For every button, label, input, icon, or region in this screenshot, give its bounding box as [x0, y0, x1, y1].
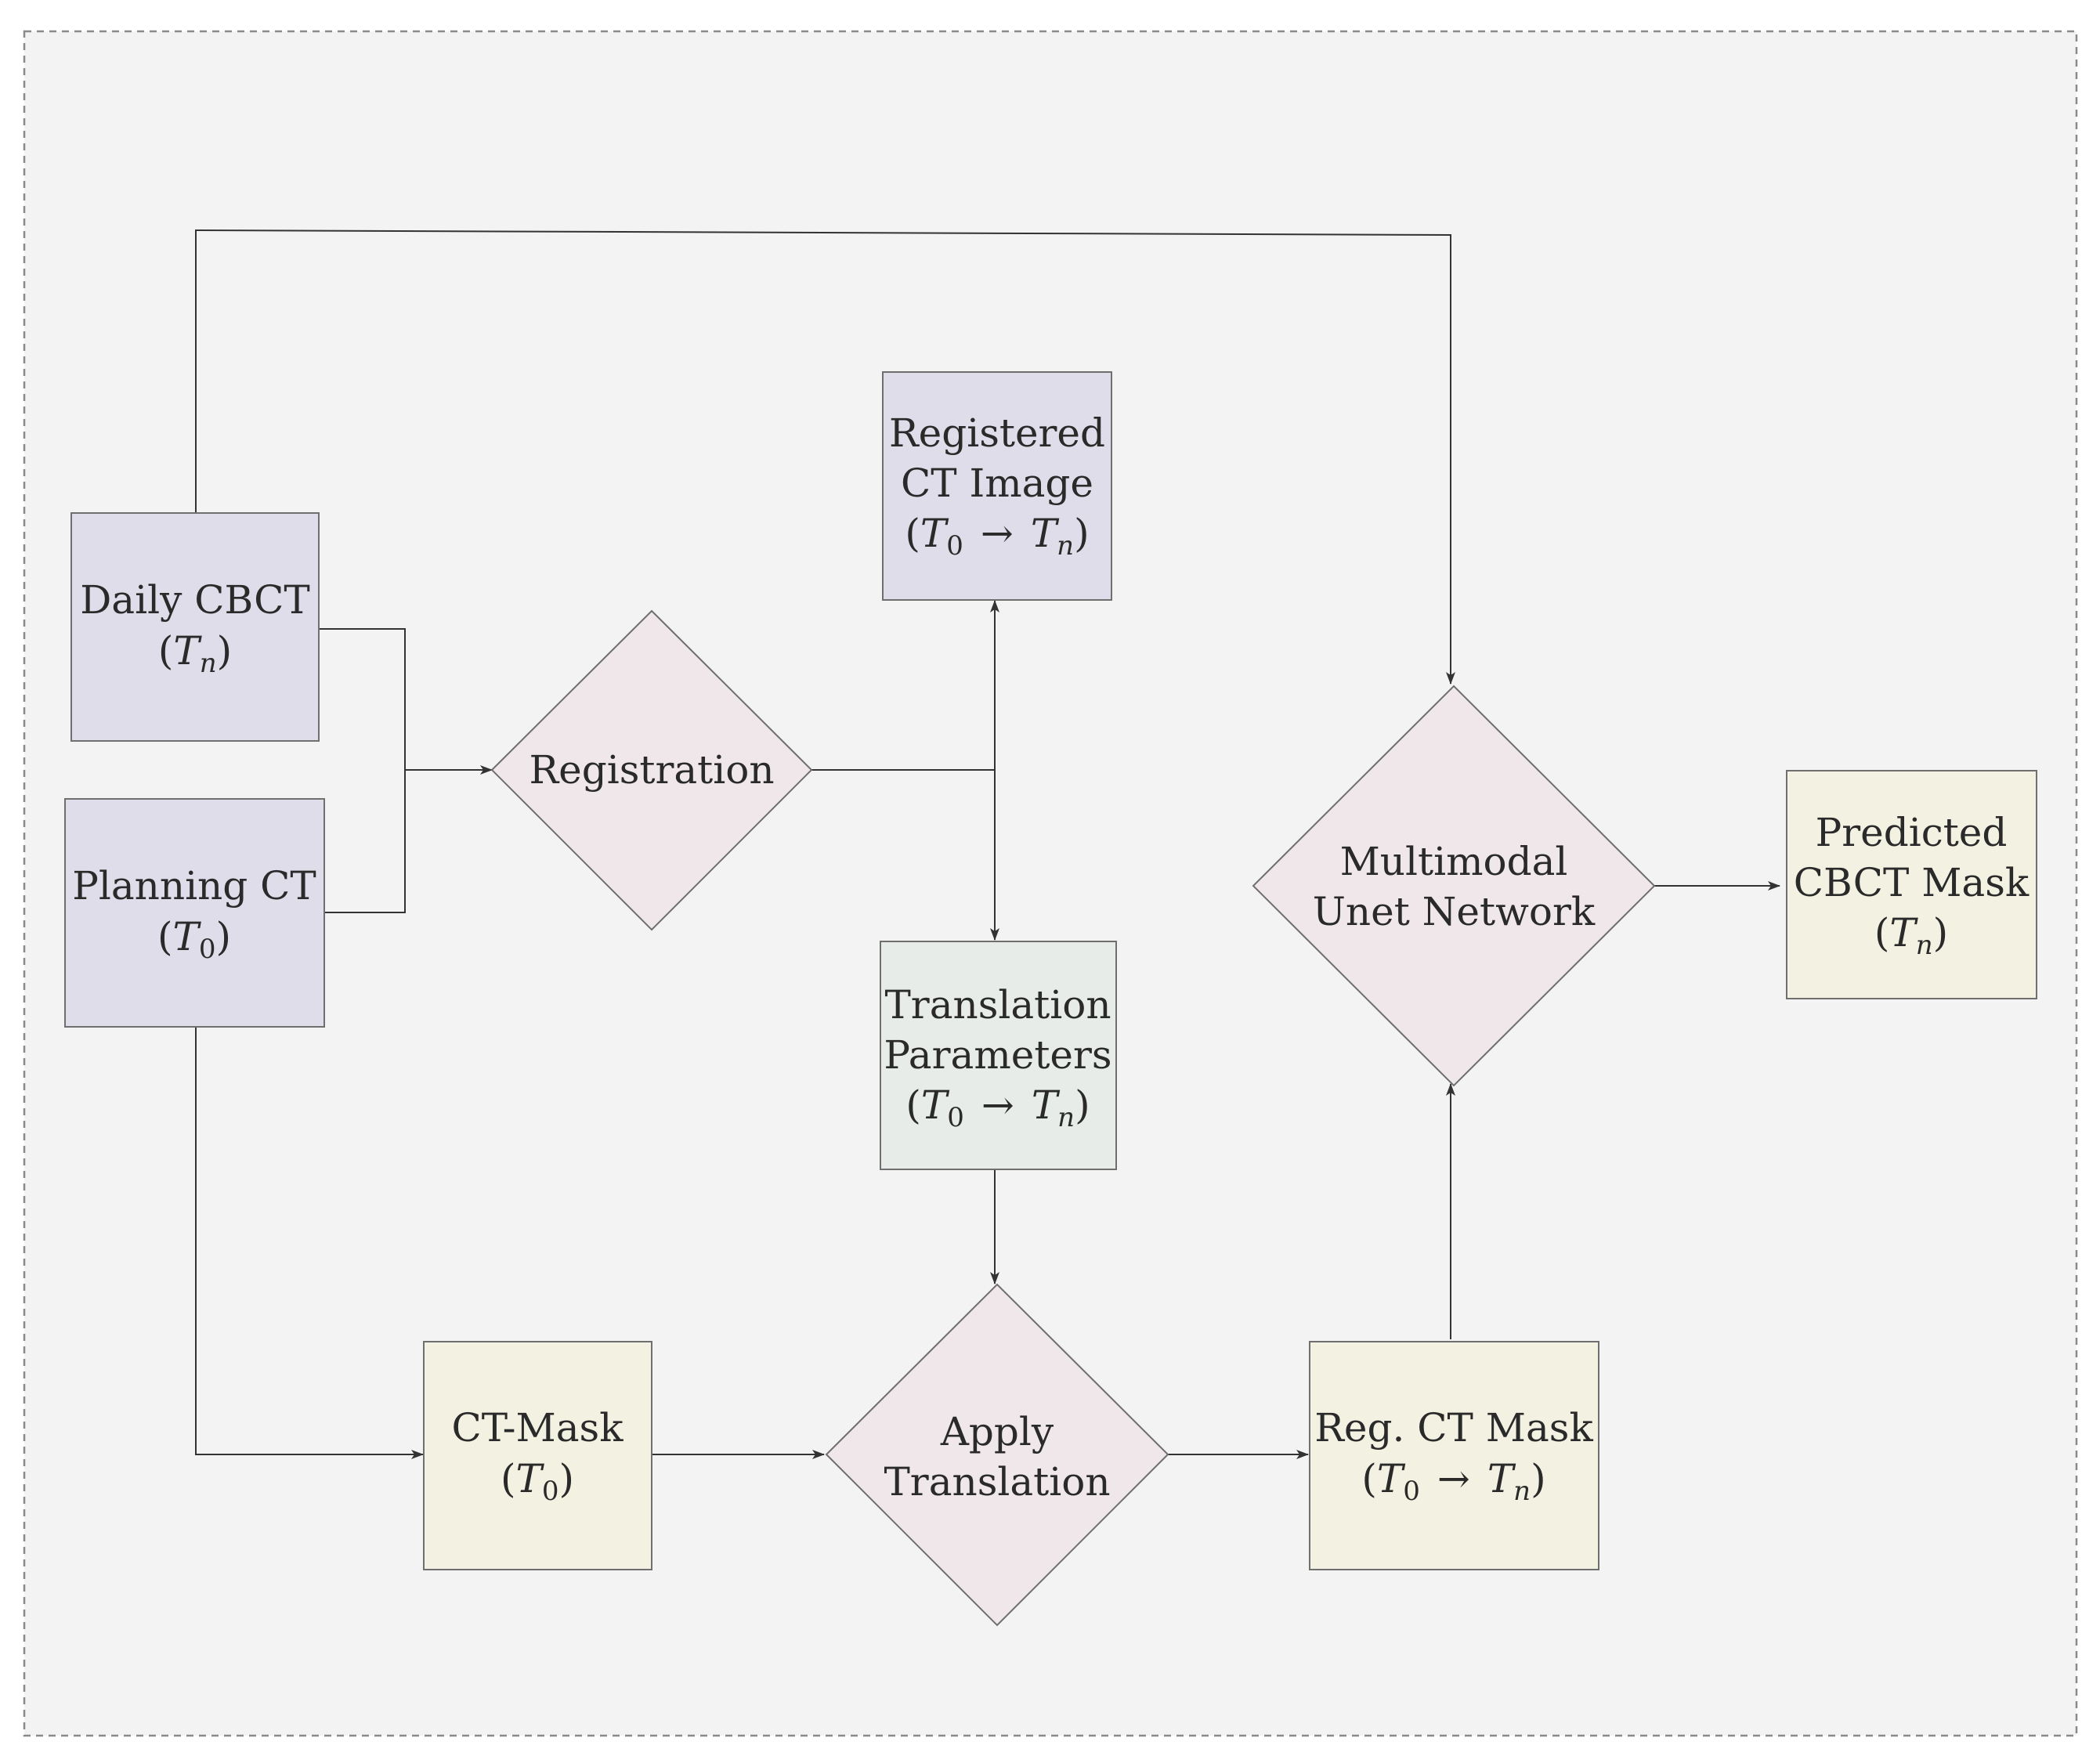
edge-daily-cbct-to-unet	[195, 229, 1455, 685]
daily-cbct-node: Daily CBCT (Tn)	[70, 512, 320, 742]
apply-translation-line1: Apply	[940, 1409, 1054, 1454]
multimodal-unet-line1: Multimodal	[1340, 839, 1568, 884]
predicted-mask-line2: CBCT Mask	[1794, 860, 2030, 905]
reg-ct-mask-title: Reg. CT Mask	[1314, 1405, 1593, 1451]
registration-node: Registration	[490, 609, 813, 931]
multimodal-unet-line2: Unet Network	[1313, 889, 1596, 934]
predicted-mask-node: Predicted CBCT Mask (Tn)	[1786, 770, 2037, 999]
planning-ct-node: Planning CT (T0)	[64, 798, 325, 1028]
translation-params-line2: Parameters	[884, 1032, 1111, 1078]
predicted-mask-time: (Tn)	[1874, 910, 1948, 961]
registration-label: Registration	[529, 747, 774, 793]
apply-translation-diamond	[825, 1283, 1169, 1627]
reg-ct-mask-box	[1309, 1341, 1599, 1570]
planning-ct-box	[64, 798, 325, 1028]
daily-cbct-box	[70, 512, 320, 742]
reg-ct-mask-time: (T0→Tn)	[1361, 1456, 1545, 1507]
registered-ct-node: Registered CT Image (T0→Tn)	[882, 371, 1112, 601]
registered-ct-box	[882, 371, 1112, 601]
planning-ct-title: Planning CT	[72, 863, 316, 909]
registered-ct-line1: Registered	[889, 410, 1105, 456]
predicted-mask-box	[1786, 770, 2037, 999]
edge-planning-ct-to-registration	[324, 770, 406, 913]
multimodal-unet-node: Multimodal Unet Network	[1252, 685, 1656, 1087]
predicted-mask-line1: Predicted	[1816, 810, 2008, 855]
translation-params-line1: Translation	[884, 982, 1111, 1028]
multimodal-unet-diamond	[1252, 685, 1656, 1087]
registered-ct-line2: CT Image	[901, 461, 1093, 506]
ct-mask-title: CT-Mask	[451, 1405, 623, 1451]
apply-translation-line2: Translation	[884, 1459, 1110, 1505]
registration-diamond	[490, 609, 813, 931]
ct-mask-time: (T0)	[501, 1456, 574, 1507]
planning-ct-time: (T0)	[157, 914, 231, 965]
reg-ct-mask-node: Reg. CT Mask (T0→Tn)	[1309, 1341, 1599, 1570]
daily-cbct-title: Daily CBCT	[80, 577, 310, 623]
translation-params-box	[880, 941, 1117, 1170]
daily-cbct-time: (Tn)	[158, 628, 232, 679]
translation-params-node: Translation Parameters (T0→Tn)	[880, 941, 1117, 1170]
edge-planning-ct-to-ct-mask	[195, 1028, 424, 1459]
apply-translation-node: Apply Translation	[825, 1283, 1169, 1627]
translation-params-time: (T0→Tn)	[905, 1082, 1090, 1133]
ct-mask-box	[423, 1341, 652, 1570]
edge-daily-cbct-to-registration	[319, 628, 493, 775]
registered-ct-time: (T0→Tn)	[905, 511, 1089, 562]
ct-mask-node: CT-Mask (T0)	[423, 1341, 652, 1570]
